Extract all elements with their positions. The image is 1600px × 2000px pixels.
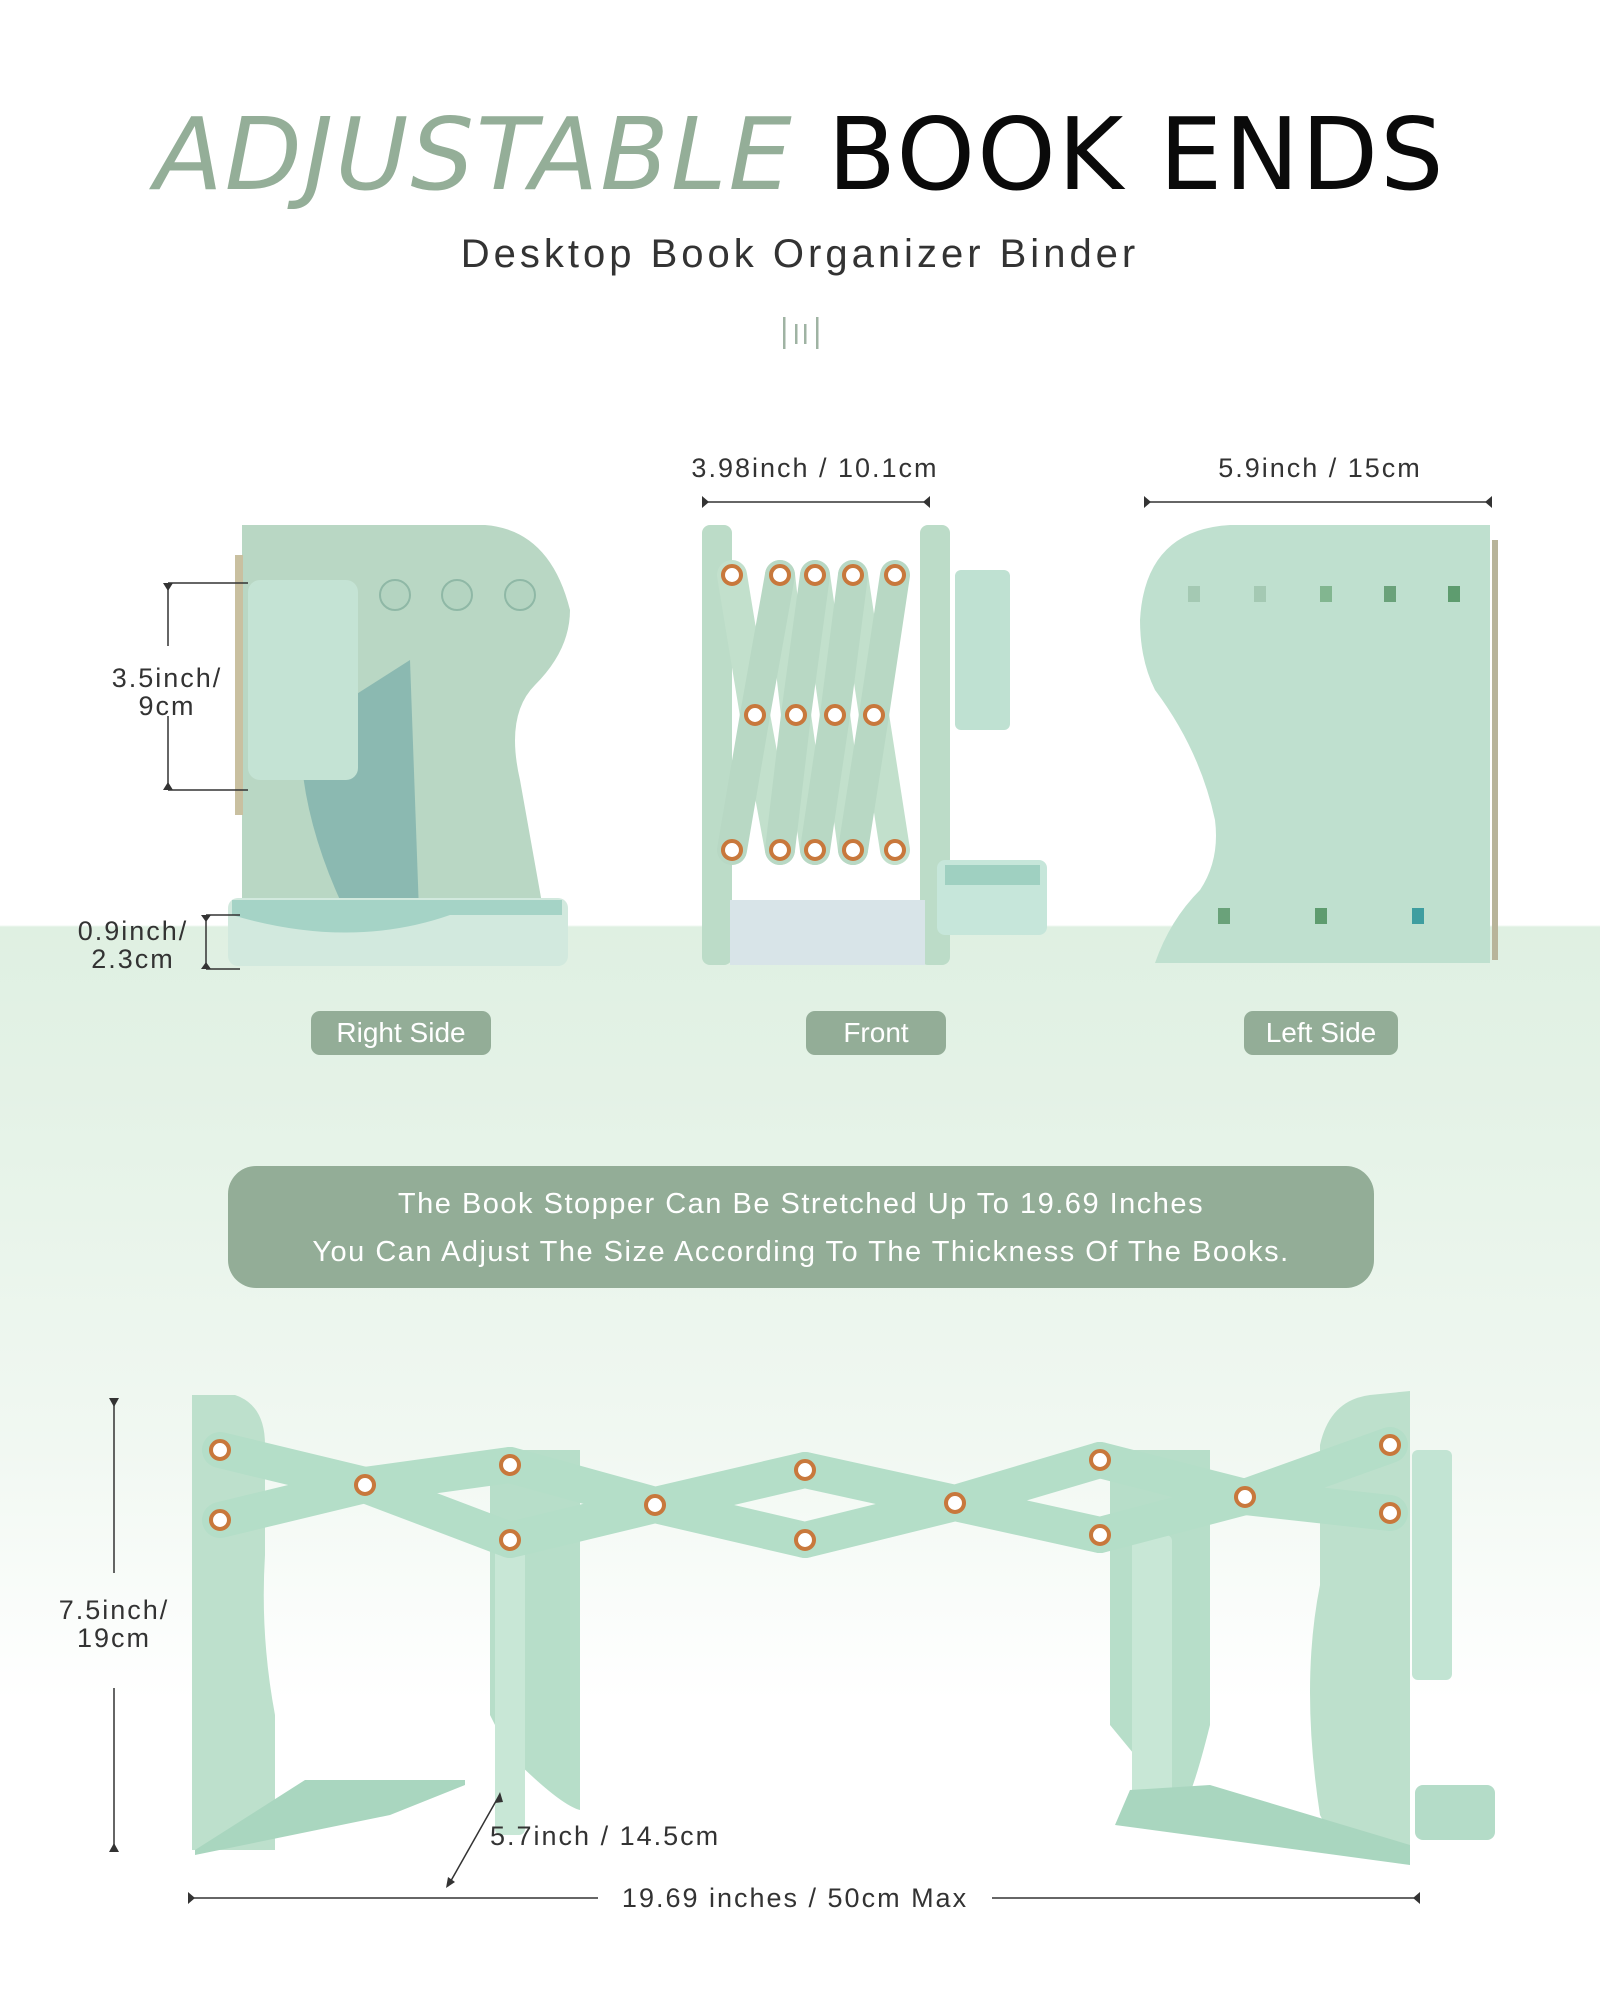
scissor-arm <box>637 1452 823 1523</box>
page-subtitle: Desktop Book Organizer Binder <box>460 232 1140 276</box>
rivet-icon <box>803 563 827 587</box>
rivet-icon <box>784 703 808 727</box>
rivet-icon <box>1378 1501 1402 1525</box>
view-label-left-side: Left Side <box>1244 1011 1398 1055</box>
scissor-arm <box>347 1447 528 1503</box>
rivet-icon <box>498 1453 522 1477</box>
scissor-arm <box>1082 1479 1263 1553</box>
dim-text: 0.9inch/ <box>77 916 189 946</box>
scissor-arm <box>937 1442 1118 1521</box>
rivet-icon <box>768 563 792 587</box>
extended-height-label: 7.5inch/ 19cm <box>50 1596 178 1652</box>
rivet-icon <box>841 838 865 862</box>
rivet-icon <box>883 563 907 587</box>
scissor-arm <box>820 560 868 730</box>
view-label-right-side: Right Side <box>311 1011 491 1055</box>
front-width-label: 3.98inch / 10.1cm <box>691 453 939 483</box>
rivet-icon <box>1378 1433 1402 1457</box>
rivet-icon <box>823 703 847 727</box>
scissor-arm <box>781 560 830 730</box>
scissor-arm <box>765 700 811 865</box>
rivet-icon <box>862 703 886 727</box>
rivet-icon <box>720 563 744 587</box>
banner-line-2: You Can Adjust The Size According To The… <box>312 1236 1290 1268</box>
rivet-icon <box>743 703 767 727</box>
tray-dimension-line <box>201 914 240 970</box>
view-label-front: Front <box>806 1011 946 1055</box>
left-width-line <box>1144 496 1492 508</box>
rivet-icon <box>841 563 865 587</box>
scissor-arm <box>717 700 770 865</box>
front-product-image <box>702 525 1047 965</box>
dim-text: 19cm <box>76 1623 152 1653</box>
rivet-icon <box>793 1458 817 1482</box>
scissor-arm <box>859 560 910 730</box>
max-length-label: 19.69 inches / 50cm Max <box>621 1883 969 1913</box>
front-width-line <box>702 496 930 508</box>
scissor-arm <box>800 700 850 865</box>
base-depth-label: 5.7inch / 14.5cm <box>490 1821 721 1851</box>
right-height-label: 3.5inch/ 9cm <box>96 664 238 720</box>
scissor-arm <box>740 560 795 730</box>
depth-dimension-line <box>446 1792 503 1888</box>
dim-text: 3.5inch/ <box>111 663 223 693</box>
rivet-icon <box>803 838 827 862</box>
rivet-icon <box>768 838 792 862</box>
title-main: BOOK ENDS <box>827 96 1446 213</box>
rivet-icon <box>720 838 744 862</box>
scissor-arm <box>1227 1427 1408 1515</box>
rivet-icon <box>353 1473 377 1497</box>
dim-text: 2.3cm <box>91 944 175 974</box>
scissor-arm <box>202 1467 383 1538</box>
banner-line-1: The Book Stopper Can Be Stretched Up To … <box>397 1188 1205 1220</box>
rivet-icon <box>943 1491 967 1515</box>
vertical-lines-icon <box>783 317 819 349</box>
extended-product-image <box>192 1391 1495 1865</box>
extended-height-line <box>109 1398 119 1852</box>
rivet-icon <box>793 1528 817 1552</box>
rivet-icon <box>643 1493 667 1517</box>
right-tray-label: 0.9inch/ 2.3cm <box>66 917 200 973</box>
left-width-label: 5.9inch / 15cm <box>1218 453 1422 483</box>
rivet-icon <box>208 1438 232 1462</box>
rivet-icon <box>1088 1448 1112 1472</box>
rivet-icon <box>498 1528 522 1552</box>
max-length-line <box>188 1892 1420 1904</box>
page-title: ADJUSTABLE BOOK ENDS <box>0 95 1600 215</box>
left-side-product-image <box>1140 525 1498 963</box>
dim-text: 9cm <box>138 691 196 721</box>
rivet-icon <box>1233 1485 1257 1509</box>
height-dimension-line <box>163 582 248 791</box>
scissor-arm <box>838 700 889 865</box>
rivet-icon <box>1088 1523 1112 1547</box>
rivet-icon <box>883 838 907 862</box>
rivet-icon <box>208 1508 232 1532</box>
dim-text: 7.5inch/ <box>58 1595 170 1625</box>
scissor-arm <box>787 1485 973 1558</box>
scissor-arm <box>492 1487 673 1558</box>
title-accent: ADJUSTABLE <box>154 96 794 213</box>
right-side-product-image <box>228 525 570 966</box>
feature-banner: The Book Stopper Can Be Stretched Up To … <box>228 1166 1374 1288</box>
